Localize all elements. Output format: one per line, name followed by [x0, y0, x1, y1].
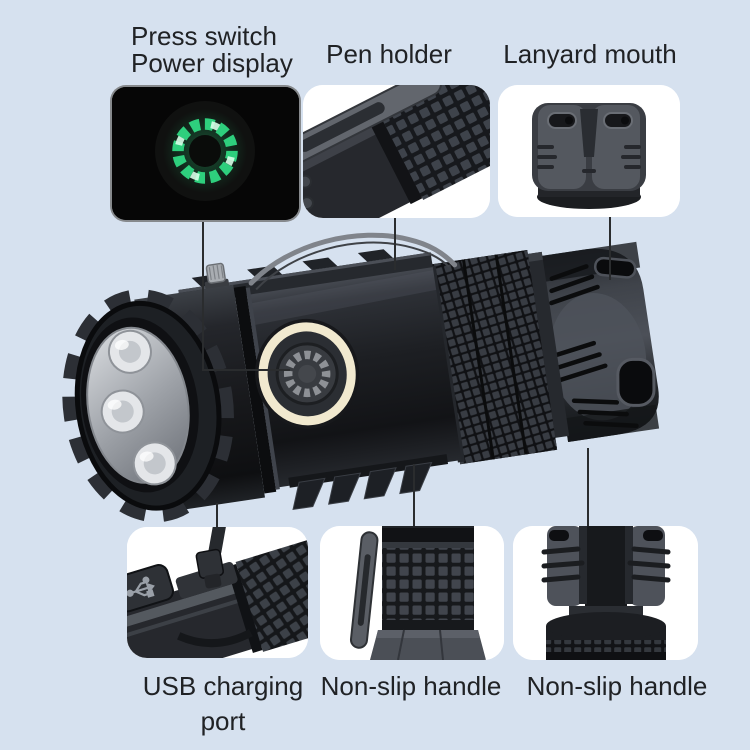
power-display-callout — [110, 85, 301, 222]
pen-holder-clip-image — [303, 85, 490, 218]
lanyard-mouth-callout — [498, 85, 680, 217]
non-slip-grip-image — [320, 526, 504, 660]
non-slip-tailcap-image — [513, 526, 698, 660]
leader-line-power-h — [202, 369, 290, 371]
power-display-label-line2: Power display — [131, 48, 293, 78]
non-slip-handle-tail-callout — [513, 526, 698, 660]
leader-line-grip-tail — [587, 448, 589, 526]
lanyard-mouth-tailcap-image — [498, 85, 680, 217]
leader-line-power-v — [202, 218, 204, 370]
power-led-ring-image — [112, 87, 299, 220]
non-slip-handle-tail-label: Non-slip handle — [526, 671, 708, 701]
leader-line-lanyard — [609, 217, 611, 280]
usb-charging-label-line1: USB charging — [142, 671, 304, 701]
leader-line-pen — [394, 218, 396, 270]
leader-line-usb — [216, 503, 218, 527]
usb-icon — [127, 576, 155, 598]
non-slip-handle-mid-callout — [320, 526, 504, 660]
usb-charging-callout — [127, 527, 308, 658]
lanyard-mouth-label: Lanyard mouth — [503, 39, 677, 69]
pen-holder-callout — [303, 85, 490, 218]
non-slip-handle-mid-label: Non-slip handle — [320, 671, 502, 701]
usb-charging-label-line2: port — [200, 706, 246, 736]
pen-holder-label: Pen holder — [326, 39, 452, 69]
power-display-label-line1: Press switch — [131, 21, 277, 51]
usb-charging-port-image — [127, 527, 308, 658]
leader-line-grip-mid — [413, 464, 415, 526]
